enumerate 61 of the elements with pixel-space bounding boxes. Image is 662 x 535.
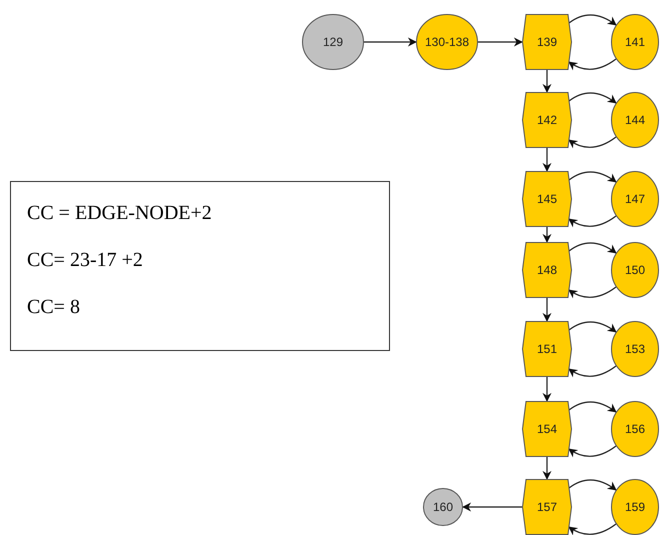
node-label: 147 [624,192,646,206]
process-hexagon [522,14,572,70]
arrow [568,366,616,378]
arrow [568,216,616,228]
process-hexagon [522,171,572,227]
arrow [478,38,523,46]
node-label: 148 [536,263,558,277]
node-circle [423,488,463,526]
arrow [568,92,617,104]
process-hexagon [522,479,572,535]
node-label: 144 [624,113,646,127]
node-circle [302,14,364,70]
process-hexagon [522,92,572,148]
node-label: 154 [536,422,558,436]
arrow [542,70,552,93]
arrow [568,479,617,491]
node-circle [611,401,659,457]
arrow [568,136,616,148]
formula-text: CC= 8 [27,296,80,319]
node-circle [611,242,659,298]
process-hexagon [522,321,572,377]
node-label: 157 [536,500,558,514]
arrow [568,321,617,333]
arrow [568,171,617,183]
node-label: 159 [624,500,646,514]
arrow [364,38,417,46]
arrow [568,446,616,458]
node-circle [611,321,659,377]
arrow [568,286,616,298]
node-label: 153 [624,342,646,356]
node-label: 141 [624,35,646,49]
node-circle [416,14,478,70]
arrow [568,401,617,413]
arrow [568,58,616,70]
formula-text: CC = EDGE-NODE+2 [27,202,212,225]
arrow [542,457,552,480]
arrow [568,524,616,535]
node-label: 145 [536,192,558,206]
process-hexagon [522,401,572,457]
node-label: 139 [536,35,558,49]
formula-text: CC= 23-17 +2 [27,249,143,272]
node-label: 130-138 [424,35,470,49]
node-circle [611,479,659,535]
node-label: 160 [432,500,454,514]
node-label: 150 [624,263,646,277]
arrow [542,377,552,402]
node-circle [611,14,659,70]
node-label: 151 [536,342,558,356]
arrow [542,298,552,322]
arrow [568,14,617,26]
arrow [542,227,552,243]
arrow [462,502,522,512]
process-hexagon [522,242,572,298]
node-circle [611,92,659,148]
arrow [542,148,552,172]
node-label: 156 [624,422,646,436]
formula-box [10,181,390,351]
node-circle [611,171,659,227]
arrow [568,242,617,254]
node-label: 142 [536,113,558,127]
node-label: 129 [322,35,344,49]
